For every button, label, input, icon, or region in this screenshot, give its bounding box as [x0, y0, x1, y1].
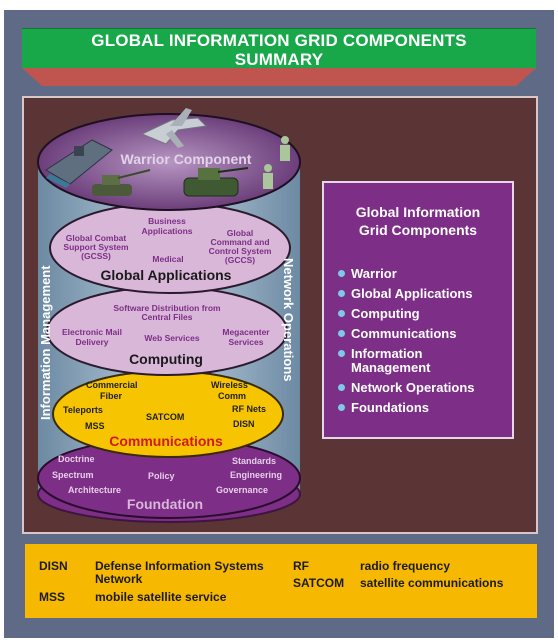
- comms-item-wireless: Wireless: [211, 380, 248, 390]
- foundation-title: Foundation: [127, 496, 203, 512]
- communications-title: Communications: [109, 433, 223, 449]
- glossary-disn-abbr: DISN: [39, 559, 68, 573]
- foundation-item-doctrine: Doctrine: [58, 454, 95, 464]
- foundation-item-standards: Standards: [232, 456, 276, 466]
- apps-item-command-and: Command and: [210, 237, 269, 247]
- network-operations-label: Network Operations: [281, 258, 296, 382]
- foundation-item-engineering: Engineering: [230, 470, 282, 480]
- apps-item-support-system: Support System: [63, 242, 129, 252]
- computing-layer: Software Distribution from Central Files…: [46, 286, 288, 376]
- comms-item-commercial: Commercial: [86, 380, 138, 390]
- title-bar: [22, 28, 536, 69]
- warrior-title: Warrior Component: [121, 151, 252, 167]
- apps-item-gcss: (GCSS): [81, 251, 111, 261]
- legend-title-line-1: Global Information: [355, 204, 481, 220]
- comms-item-comm: Comm: [218, 391, 246, 401]
- apps-item-applications: Applications: [141, 226, 192, 236]
- legend-box: Global Information Grid Components Warri…: [322, 181, 514, 439]
- acronym-glossary: DISN Defense Information Systems Network…: [25, 544, 537, 618]
- title-line-2: SUMMARY: [234, 50, 324, 69]
- bullet-icon: [338, 350, 345, 357]
- legend-title-line-2: Grid Components: [358, 222, 478, 238]
- glossary-satcom-abbr: SATCOM: [293, 576, 345, 590]
- aircraft-carrier-icon: [45, 139, 113, 188]
- legend-item-warrior: Warrior: [338, 267, 511, 281]
- computing-item-central-files: Central Files: [141, 312, 192, 322]
- apps-item-gccs: (GCCS): [225, 255, 255, 265]
- legend-list: Warrior Global Applications Computing Co…: [338, 267, 511, 421]
- title-line-1: GLOBAL INFORMATION GRID COMPONENTS: [91, 31, 467, 50]
- comms-item-rf-nets: RF Nets: [232, 404, 266, 414]
- bullet-icon: [338, 384, 345, 391]
- computing-item-software-distribution: Software Distribution from: [113, 303, 221, 313]
- computing-title: Computing: [129, 351, 203, 367]
- information-management-label: Information Management: [38, 265, 53, 420]
- bullet-icon: [338, 404, 345, 411]
- foundation-item-spectrum: Spectrum: [52, 470, 94, 480]
- glossary-rf-abbr: RF: [293, 559, 309, 573]
- apps-item-global: Global: [227, 228, 253, 238]
- computing-item-electronic-mail: Electronic Mail: [62, 327, 122, 337]
- glossary-rf-def: radio frequency: [360, 559, 451, 573]
- legend-title: Global Information Grid Components: [324, 203, 512, 239]
- foundation-layer: Doctrine Spectrum Policy Standards Engin…: [37, 437, 301, 519]
- legend-item-computing: Computing: [338, 307, 511, 321]
- computing-item-services: Services: [229, 337, 264, 347]
- legend-item-foundations: Foundations: [338, 401, 511, 415]
- tank-icon: [92, 169, 151, 196]
- comms-item-teleports: Teleports: [63, 405, 103, 415]
- legend-item-communications: Communications: [338, 327, 511, 341]
- comms-item-satcom: SATCOM: [146, 412, 184, 422]
- bullet-icon: [338, 290, 345, 297]
- comms-item-disn: DISN: [233, 419, 255, 429]
- page-title: GLOBAL INFORMATION GRID COMPONENTS SUMMA…: [22, 31, 536, 69]
- glossary-satcom-def: satellite communications: [360, 576, 504, 590]
- foundation-item-governance: Governance: [216, 485, 268, 495]
- communications-layer: Commercial Fiber Wireless Comm Teleports…: [52, 370, 284, 458]
- soldier-icon: [263, 136, 290, 189]
- computing-item-megacenter: Megacenter: [222, 327, 270, 337]
- legend-item-network-operations: Network Operations: [338, 381, 511, 395]
- glossary-mss-def: mobile satellite service: [95, 590, 227, 604]
- title-bar-shadow: [22, 68, 536, 86]
- fighter-jet-icon: [140, 108, 208, 148]
- armored-vehicle-icon: [183, 167, 249, 197]
- glossary-mss-abbr: MSS: [39, 590, 66, 604]
- bullet-icon: [338, 310, 345, 317]
- foundation-item-policy: Policy: [148, 471, 175, 481]
- global-applications-layer: Business Applications Global Combat Supp…: [49, 202, 291, 294]
- comms-item-fiber: Fiber: [100, 391, 123, 401]
- bullet-icon: [338, 270, 345, 277]
- computing-item-delivery: Delivery: [75, 337, 108, 347]
- apps-item-control-system: Control System: [209, 246, 272, 256]
- legend-item-global-applications: Global Applications: [338, 287, 511, 301]
- apps-item-business: Business: [148, 216, 186, 226]
- apps-item-global-combat: Global Combat: [66, 233, 127, 243]
- glossary-disn-def: Defense Information Systems Network: [95, 559, 264, 586]
- apps-item-medical: Medical: [152, 254, 183, 264]
- bullet-icon: [338, 330, 345, 337]
- computing-item-web-services: Web Services: [144, 333, 199, 343]
- comms-item-mss: MSS: [85, 421, 105, 431]
- foundation-item-architecture: Architecture: [68, 485, 121, 495]
- global-applications-title: Global Applications: [101, 267, 232, 283]
